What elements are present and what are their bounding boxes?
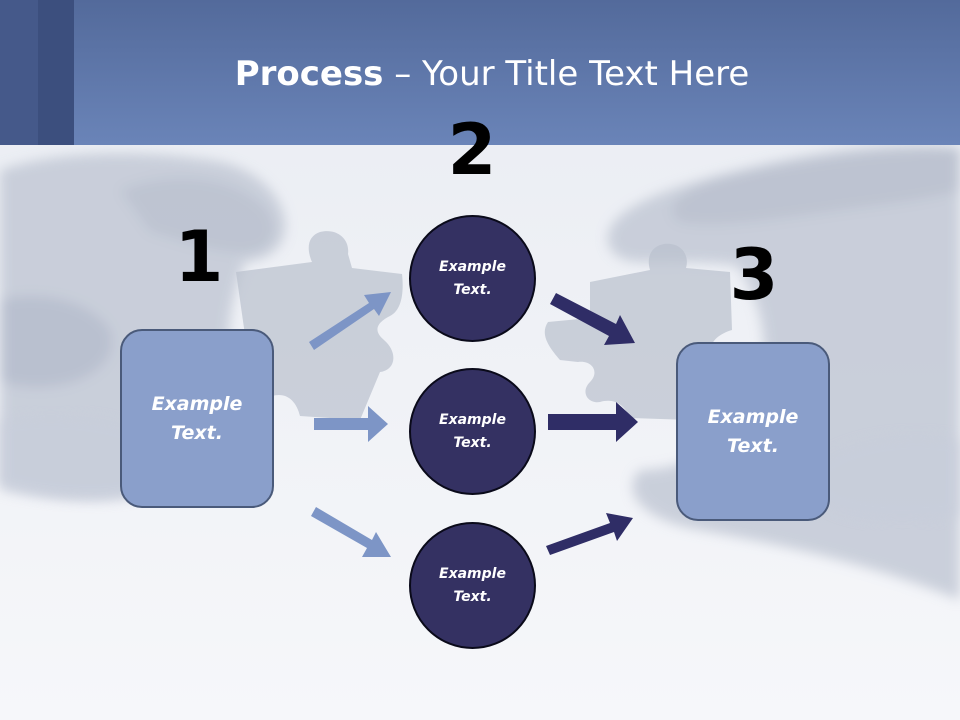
- step-3-box: Example Text.: [676, 342, 830, 521]
- step-1-box: Example Text.: [120, 329, 274, 508]
- puzzle-piece-icon: [236, 231, 403, 420]
- title-bold: Process: [234, 54, 384, 94]
- arrow-up-right-light: [309, 292, 391, 350]
- step-number-3: 3: [729, 234, 779, 316]
- arrow-down-right-light: [311, 507, 391, 557]
- step-2-circle-middle: Example Text.: [409, 368, 536, 495]
- circle-text: Example Text.: [439, 258, 506, 298]
- step-2-circle-bottom: Example Text.: [409, 522, 536, 649]
- header-band: [0, 0, 960, 145]
- arrow-up-right-dark: [546, 513, 633, 555]
- arrow-right-dark: [548, 402, 638, 442]
- circle-text: Example Text.: [439, 565, 506, 605]
- title-rest: – Your Title Text Here: [383, 54, 750, 94]
- circle-text: Example Text.: [439, 411, 506, 451]
- step-1-text: Example Text.: [151, 392, 243, 444]
- step-2-circle-top: Example Text.: [409, 215, 536, 342]
- slide-title: Process – Your Title Text Here: [0, 52, 960, 96]
- header-accent-stripe: [0, 0, 38, 145]
- step-3-text: Example Text.: [707, 405, 799, 457]
- arrow-down-right-dark: [550, 293, 635, 345]
- header-accent-stripe: [38, 0, 74, 145]
- arrow-right-light: [314, 406, 388, 442]
- step-number-2: 2: [447, 109, 497, 191]
- step-number-1: 1: [174, 216, 224, 298]
